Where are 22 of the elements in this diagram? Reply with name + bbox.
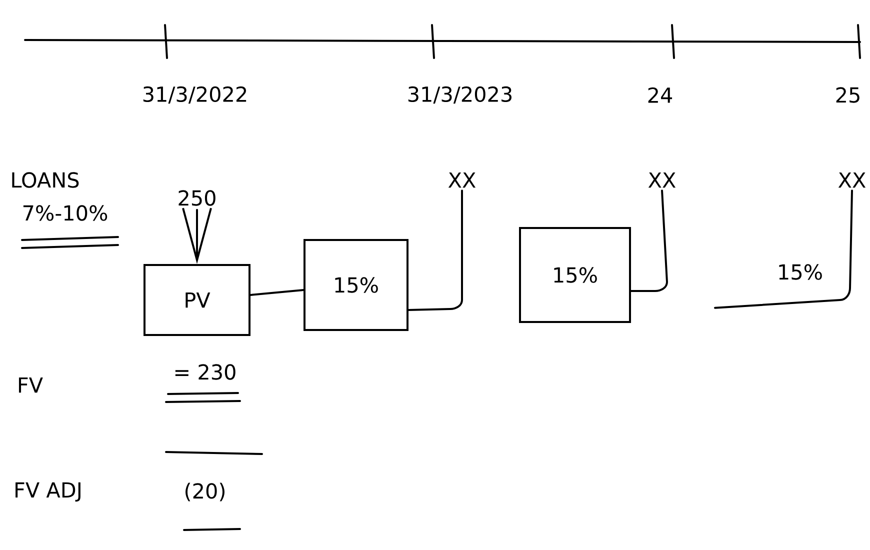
node-text: 250 [178,190,216,206]
label: 25 [836,87,860,103]
label: FV ADJ [16,482,80,502]
label: 24 [648,87,672,103]
node-text: XX [448,172,476,188]
connector-line [250,288,304,296]
connector-line [408,190,463,311]
label: LOANS [12,172,79,188]
percent-box: 15% [304,239,408,331]
label: 7%-10% [23,205,108,221]
pv-box: PV [144,264,250,336]
node-text: XX [648,172,676,188]
node-text: 15% [779,264,822,280]
label: FV [18,377,43,393]
label: 31/3/2022 [143,86,246,104]
label: 31/3/2023 [408,86,512,104]
node-text: XX [838,172,866,188]
connector-line [630,190,668,292]
connector-line [714,190,853,309]
label: (20) [186,482,224,502]
percent-box: 15% [519,227,631,323]
label: = 230 [175,364,236,380]
